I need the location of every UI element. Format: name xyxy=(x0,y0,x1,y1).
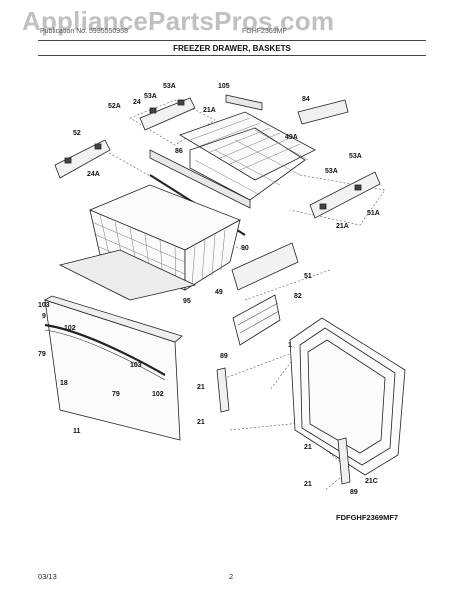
svg-text:1: 1 xyxy=(288,342,292,349)
svg-text:53A: 53A xyxy=(144,93,157,100)
model-number: FGHF2369MF xyxy=(242,28,287,35)
svg-text:95: 95 xyxy=(183,298,191,305)
footer-date: 03/13 xyxy=(38,572,57,581)
svg-text:21A: 21A xyxy=(203,107,216,114)
svg-text:103: 103 xyxy=(130,362,142,369)
svg-text:21: 21 xyxy=(304,481,312,488)
svg-text:21: 21 xyxy=(197,419,205,426)
svg-text:103: 103 xyxy=(38,302,50,309)
svg-text:52A: 52A xyxy=(108,103,121,110)
svg-text:24: 24 xyxy=(133,99,141,106)
diagram-code: FDFGHF2369MF7 xyxy=(336,513,399,522)
svg-text:21A: 21A xyxy=(336,223,349,230)
gasket-frame-1 xyxy=(289,317,406,476)
rail-86 xyxy=(149,149,251,209)
svg-text:84: 84 xyxy=(302,96,310,103)
svg-text:102: 102 xyxy=(152,391,164,398)
bracket-89-upper xyxy=(216,367,230,413)
svg-text:89: 89 xyxy=(350,489,358,496)
slide-rail-51a xyxy=(309,171,381,219)
svg-text:52: 52 xyxy=(73,130,81,137)
svg-text:105: 105 xyxy=(218,83,230,90)
svg-text:21: 21 xyxy=(304,444,312,451)
callout-labels: 105 84 53A 24 53A 52A 21A 49A 52 86 53A … xyxy=(38,83,380,496)
svg-text:18: 18 xyxy=(60,380,68,387)
svg-text:79: 79 xyxy=(112,391,120,398)
slide-rail-52a xyxy=(139,97,196,131)
svg-text:9: 9 xyxy=(42,313,46,320)
page-number: 2 xyxy=(229,572,234,581)
svg-text:89: 89 xyxy=(220,353,228,360)
slide-rail-52 xyxy=(54,139,111,179)
svg-text:51A: 51A xyxy=(367,210,380,217)
section-title: FREEZER DRAWER, BASKETS xyxy=(173,44,291,53)
basket-divider-82 xyxy=(232,294,281,346)
svg-text:49: 49 xyxy=(215,289,223,296)
svg-text:24A: 24A xyxy=(87,171,100,178)
header-rule xyxy=(38,40,426,41)
svg-text:86: 86 xyxy=(175,148,183,155)
svg-text:11: 11 xyxy=(73,428,81,435)
svg-text:53A: 53A xyxy=(325,168,338,175)
watermark-text: AppliancePartsPros.com xyxy=(22,6,335,36)
svg-text:21: 21 xyxy=(197,384,205,391)
svg-text:49A: 49A xyxy=(285,134,298,141)
svg-text:53A: 53A xyxy=(163,83,176,90)
drawer-front-11 xyxy=(44,295,183,441)
svg-text:21C: 21C xyxy=(365,478,378,485)
publication-number: Publication No. 5995550958 xyxy=(40,28,128,35)
svg-text:82: 82 xyxy=(294,293,302,300)
title-rule xyxy=(38,55,426,56)
divider-95 xyxy=(58,249,197,301)
svg-text:51: 51 xyxy=(304,273,312,280)
bracket-89-lower xyxy=(337,437,351,485)
svg-text:90: 90 xyxy=(241,245,249,252)
rail-105 xyxy=(225,94,263,111)
svg-text:102: 102 xyxy=(64,325,76,332)
upper-wire-basket-49a xyxy=(179,111,316,201)
bracket-51 xyxy=(231,242,299,291)
bracket-84 xyxy=(297,99,349,125)
svg-text:53A: 53A xyxy=(349,153,362,160)
svg-text:79: 79 xyxy=(38,351,46,358)
